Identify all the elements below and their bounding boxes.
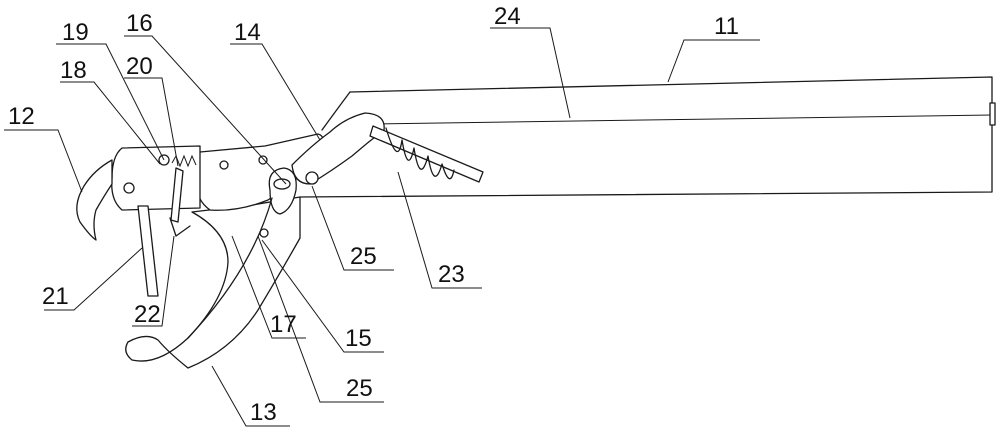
pin-rod	[170, 167, 184, 223]
label-12: 12	[8, 103, 35, 130]
spring-rod	[369, 125, 484, 183]
label-14: 14	[234, 19, 261, 46]
rod-body	[299, 76, 996, 198]
label-17: 17	[270, 311, 297, 338]
label-15: 15	[345, 325, 372, 352]
head-block	[111, 145, 201, 211]
lever-arm	[291, 112, 385, 185]
vertical-bar	[137, 205, 159, 297]
upper-claw	[76, 159, 113, 241]
label-18: 18	[60, 57, 87, 84]
label-11: 11	[714, 13, 739, 40]
label-25-upper: 25	[350, 243, 377, 270]
label-23: 23	[438, 261, 465, 288]
label-22: 22	[134, 301, 161, 328]
label-19: 19	[62, 19, 89, 46]
upper-jaw-plate	[195, 133, 324, 238]
label-20: 20	[126, 53, 153, 80]
label-24: 24	[494, 3, 521, 30]
label-16: 16	[126, 10, 153, 37]
leader-lines	[4, 27, 760, 427]
label-13: 13	[250, 399, 277, 426]
reference-labels: 11 12 13 14 15 16 17 18 19 20 21 22 23 2…	[8, 3, 739, 426]
blade	[169, 217, 191, 237]
label-25-lower: 25	[346, 375, 373, 402]
label-21: 21	[42, 283, 69, 310]
